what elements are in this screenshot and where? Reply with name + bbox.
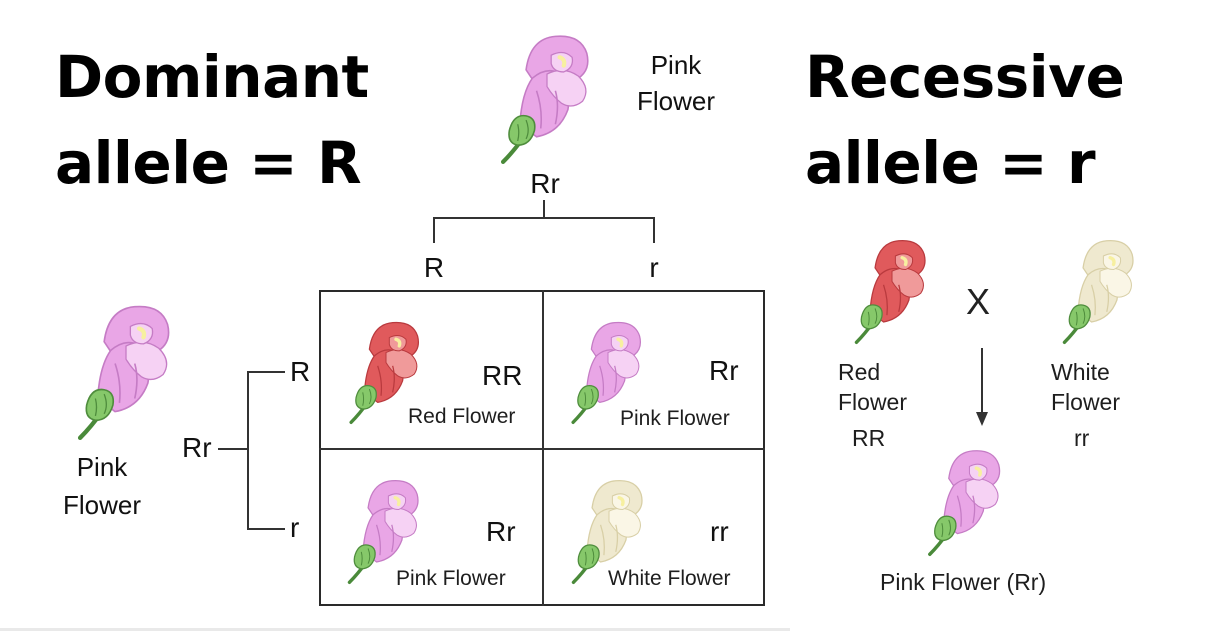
cross-right-label-line2: Flower [1051,389,1121,415]
dominant-heading-line2: allele = R [55,129,362,197]
top-bracket-bar [433,217,655,219]
cross-result-flower-icon [928,450,1001,557]
cross-left-genotype: RR [852,425,886,451]
punnett-cell-3-label: Pink Flower [396,567,506,590]
cross-white-flower-icon [1062,239,1134,344]
cross-left-label-line1: Red [838,359,881,385]
left-allele-R: R [290,356,311,387]
punnett-cell-4-label: White Flower [608,567,731,590]
punnett-cell-2-flower-icon [571,321,642,424]
punnett-cell-2-label: Pink Flower [620,407,730,430]
top-allele-R: R [423,252,445,283]
cross-left-label-line2: Flower [838,389,908,415]
cross-right-genotype: rr [1074,425,1090,451]
left-allele-r: r [290,512,300,543]
punnett-cell-4-flower-icon [571,479,643,584]
punnett-cell-3-genotype: Rr [486,516,516,547]
cross-red-flower-icon [854,239,926,344]
left-parent-label-line1: Pink [76,452,128,482]
top-bracket-stem [543,200,545,218]
punnett-horizontal-divider [319,448,765,450]
left-bracket-bottom-leg [247,528,285,530]
recessive-heading-line2: allele = r [805,129,1096,197]
left-bracket-stem [218,448,248,450]
left-parent-label-line2: Flower [62,490,141,520]
punnett-cell-2-genotype: Rr [709,355,739,386]
punnett-cell-1-label: Red Flower [408,405,516,428]
cross-result-label: Pink Flower (Rr) [880,569,1047,595]
punnett-cell-1-flower-icon [349,321,420,424]
cross-right-label-line1: White [1051,359,1110,385]
cross-arrow-down-icon [976,348,988,426]
top-parent-flower-icon [500,35,589,164]
top-parent-label-line2: Flower [636,86,715,116]
top-allele-r: r [649,252,659,283]
left-bracket-bar [247,371,249,529]
top-parent-genotype: Rr [530,168,560,199]
top-bracket-left-leg [433,217,435,243]
punnett-cell-4-genotype: rr [710,516,729,547]
punnett-cell-3-flower-icon [347,479,419,584]
top-bracket-right-leg [653,217,655,243]
left-parent-genotype: Rr [182,432,212,463]
cross-symbol: X [966,281,991,322]
left-parent-flower-icon [77,305,170,440]
top-parent-label-line1: Pink [650,50,702,80]
bottom-rule [0,628,790,631]
dominant-heading-line1: Dominant [55,43,369,111]
left-bracket-top-leg [247,371,285,373]
recessive-heading-line1: Recessive [805,43,1125,111]
punnett-cell-1-genotype: RR [482,360,523,391]
